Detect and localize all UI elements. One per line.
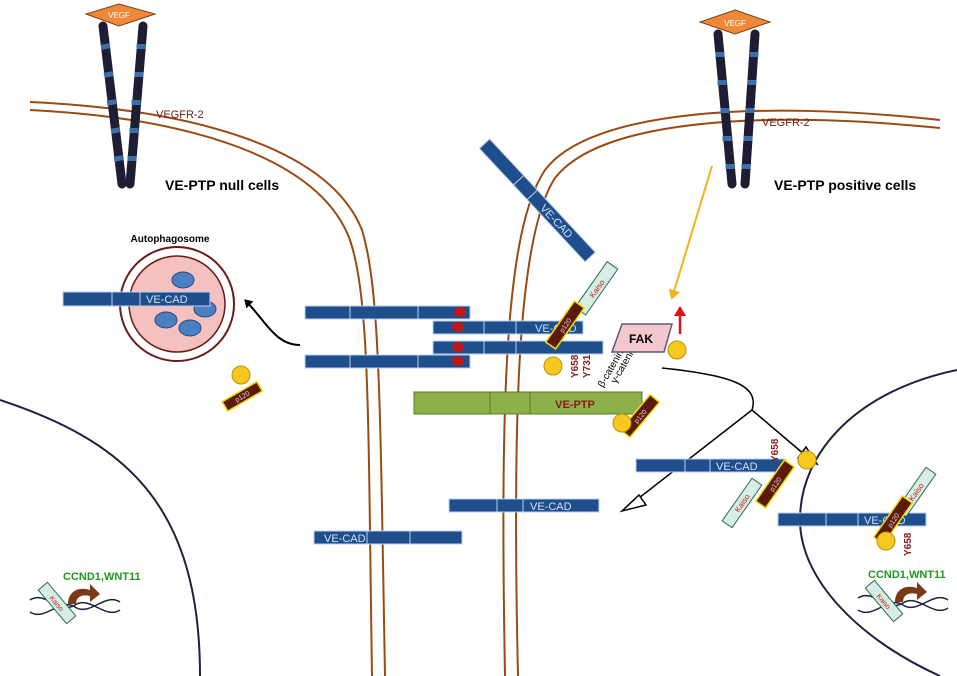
phospho-ball-1 [543, 356, 563, 376]
arrow-to-autophagosome [244, 299, 301, 346]
vegf-ligand-left [84, 3, 157, 27]
arrow-to-nucleus [751, 409, 806, 456]
vegf-ligand-right [698, 9, 772, 35]
phospho-ball-fak [667, 340, 687, 360]
membranes [29, 101, 941, 676]
y658-label-3: Y658 [903, 532, 914, 556]
vegfr2-label-right: VEGFR-2 [762, 117, 810, 129]
autophagosome-label: Autophagosome [131, 234, 210, 245]
open-arrowhead-left [619, 493, 648, 513]
branch-arrow [661, 367, 754, 411]
y731-label: Y731 [582, 354, 593, 378]
vecad-lower-1: VE-CAD [635, 458, 787, 473]
phospho-ball-2 [612, 413, 632, 433]
vecad-label-6: VE-CAD [324, 533, 366, 545]
p120-lower-1: p120 [754, 459, 796, 509]
gene-arrow-icon [68, 584, 100, 604]
positive-cells-label: VE-PTP positive cells [774, 177, 916, 193]
vesicle-4 [178, 319, 202, 337]
arrow-to-membrane-vecad [629, 409, 753, 506]
receptor-right: VEGF [698, 9, 772, 189]
phospho-ball-4 [876, 531, 896, 551]
genes-label-right: CCND1,WNT11 [868, 569, 946, 581]
vecad-label-4: VE-CAD [716, 461, 758, 473]
vecad-lower-2: VE-CAD [448, 498, 600, 513]
fak: FAK [610, 323, 687, 360]
genes-label-left: CCND1,WNT11 [63, 571, 141, 583]
vegf-label-left: VEGF [108, 11, 130, 20]
nucleus-left [0, 399, 201, 676]
vecad-label-3: VE-CAD [537, 202, 574, 241]
vecad-junction [304, 305, 604, 369]
dna-helix-icon [29, 597, 121, 615]
gene-arrow-icon [895, 582, 927, 602]
svg-text:VE-PTP: VE-PTP [555, 399, 595, 411]
p120-free-left: p120 [221, 365, 264, 413]
vecad-lower-3: VE-CAD [313, 530, 463, 545]
y658-label-1: Y658 [570, 354, 581, 378]
y658-label-2: Y658 [770, 438, 781, 462]
kaiso-lower-1: Kaiso [721, 477, 763, 529]
orange-arrow [668, 165, 713, 300]
receptor-left: VEGF [84, 3, 157, 189]
vegfr2-label-left: VEGFR-2 [156, 109, 204, 121]
phospho-ball-3 [797, 450, 817, 470]
right-cell-membrane-outer [502, 109, 941, 676]
vesicle-3 [154, 311, 178, 329]
dna-helix-icon [857, 595, 949, 613]
vecad-label-1: VE-CAD [146, 294, 188, 306]
right-cell-membrane-inner [514, 118, 941, 676]
null-cells-label: VE-PTP null cells [165, 177, 279, 193]
svg-text:FAK: FAK [629, 332, 653, 346]
veptp: VE-PTP [413, 391, 643, 415]
vecad-autophagosome [62, 291, 211, 307]
vegf-label-right: VEGF [724, 19, 746, 28]
vesicle-1 [171, 271, 195, 289]
vecad-label-5: VE-CAD [530, 501, 572, 513]
